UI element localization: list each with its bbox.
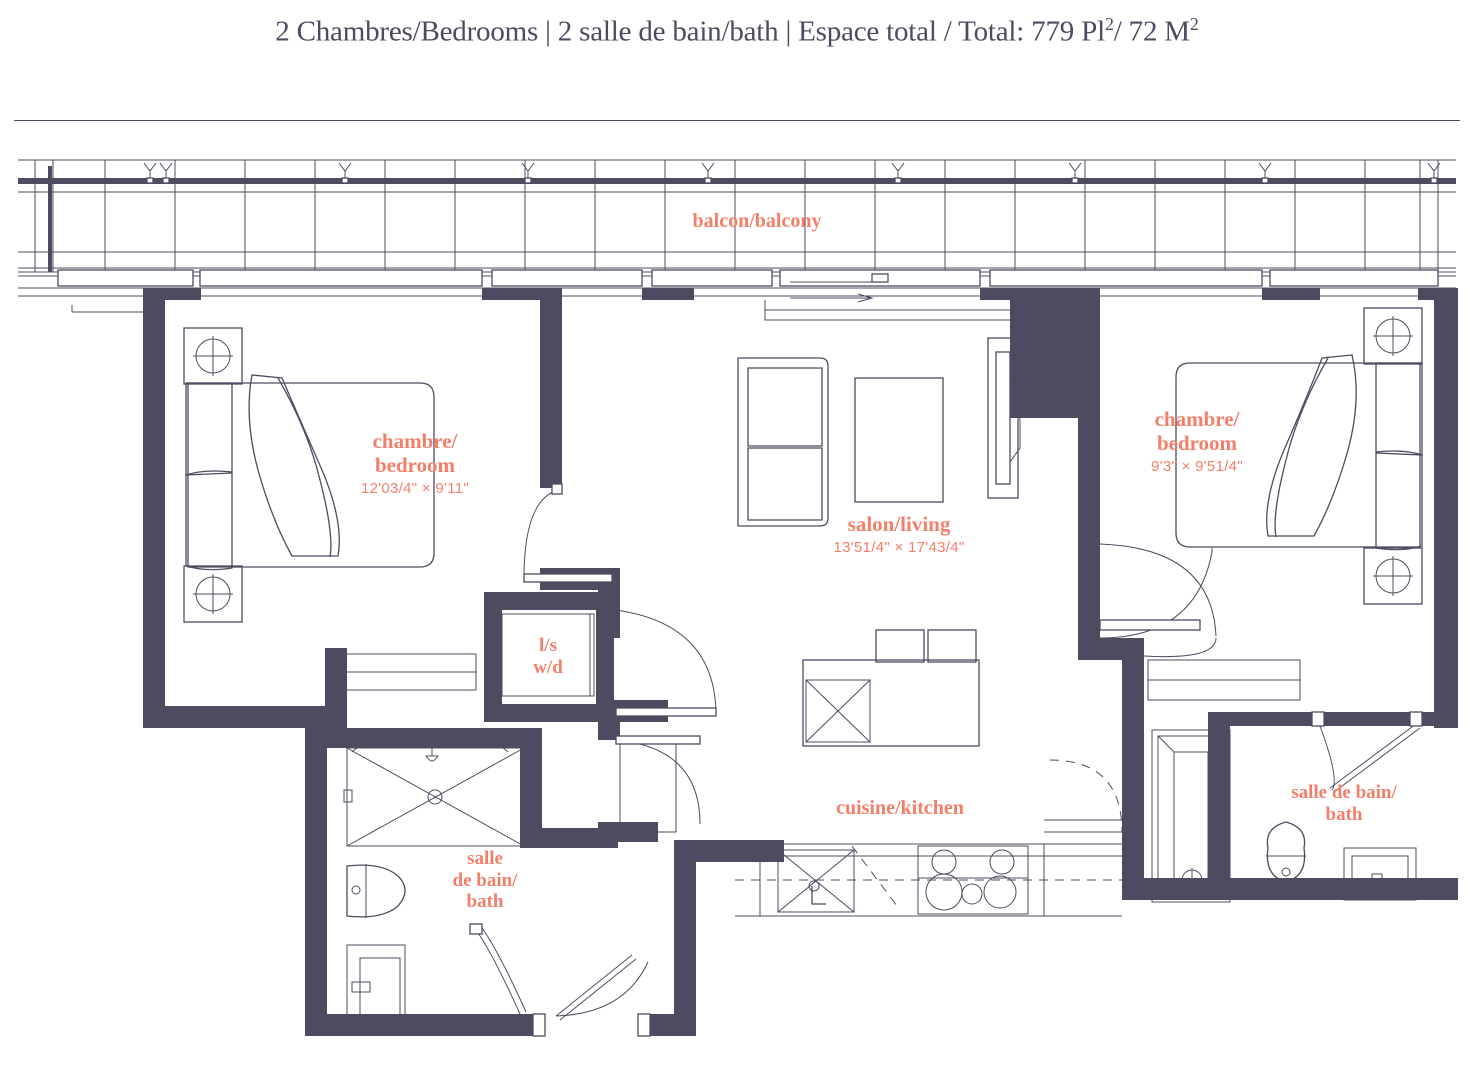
coffee-table xyxy=(854,377,944,503)
stool xyxy=(927,629,977,663)
swing-door xyxy=(1099,543,1217,637)
bedroom-right-furniture xyxy=(1175,307,1423,605)
facade-window-band xyxy=(18,267,1456,313)
room-label-bath-left: salle de bain/ bath xyxy=(452,848,518,913)
shower xyxy=(343,741,525,847)
room-label-bedroom-right: chambre/ bedroom 9'3" × 9'51/4" xyxy=(1151,407,1243,475)
stove xyxy=(917,845,1029,915)
swing-door xyxy=(1311,711,1423,793)
room-label-laundry: l/s w/d xyxy=(533,635,563,678)
title-sup-sqm: 2 xyxy=(1189,14,1199,34)
title-text-2: / 72 M xyxy=(1113,15,1190,48)
bathtub xyxy=(1151,729,1231,903)
swing-door xyxy=(523,483,613,583)
bedroom-left-furniture xyxy=(183,327,435,623)
room-label-balcony: balcon/balcony xyxy=(692,210,822,232)
kitchen-furniture xyxy=(735,629,1122,917)
sofa xyxy=(737,357,829,527)
window-sash xyxy=(57,269,1439,287)
tv-unit xyxy=(987,337,1021,499)
room-label-kitchen: cuisine/kitchen xyxy=(836,797,964,819)
stool xyxy=(875,629,925,663)
closets xyxy=(327,613,1301,833)
bath-right-fixtures xyxy=(1151,729,1417,903)
kitchen-island xyxy=(802,659,980,747)
swing-door xyxy=(615,735,701,825)
kitchen-counter xyxy=(735,843,1122,917)
drain-icon xyxy=(1180,868,1204,892)
washer-dryer xyxy=(501,613,595,697)
room-label-living: salon/living 13'51/4" × 17'43/4" xyxy=(833,512,965,556)
walls xyxy=(143,288,1458,1036)
room-label-bedroom-left: chambre/ bedroom 12'03/4" × 9'11" xyxy=(360,429,470,497)
bath-left-fixtures xyxy=(343,741,525,1036)
toilet xyxy=(1266,821,1306,883)
lamp-icon xyxy=(193,336,233,376)
lamp-icon xyxy=(193,574,233,614)
title-text: 2 Chambres/Bedrooms | 2 salle de bain/ba… xyxy=(275,15,1105,48)
sink xyxy=(777,849,855,913)
doors xyxy=(469,483,1423,1037)
swing-door xyxy=(469,923,527,1015)
swing-door xyxy=(1049,759,1123,833)
dishwasher xyxy=(805,679,871,743)
sliding-door-arrow xyxy=(790,273,889,303)
swing-door xyxy=(1099,548,1217,658)
bed xyxy=(185,374,435,571)
room-label-bath-right: salle de bain/ bath xyxy=(1291,782,1397,825)
lamp-icon xyxy=(1373,316,1413,356)
title-sup-sqft: 2 xyxy=(1104,14,1114,34)
page-title: 2 Chambres/Bedrooms | 2 salle de bain/ba… xyxy=(0,14,1474,49)
living-furniture xyxy=(737,300,1021,527)
bed xyxy=(1175,354,1423,551)
vanity xyxy=(346,944,406,1036)
balcony-post-anchor xyxy=(143,162,1441,184)
toilet xyxy=(346,864,406,918)
lamp-icon xyxy=(1373,556,1413,596)
vanity xyxy=(1343,847,1417,901)
swing-door xyxy=(615,609,717,717)
title-divider xyxy=(14,120,1460,121)
entry-door xyxy=(532,954,651,1037)
